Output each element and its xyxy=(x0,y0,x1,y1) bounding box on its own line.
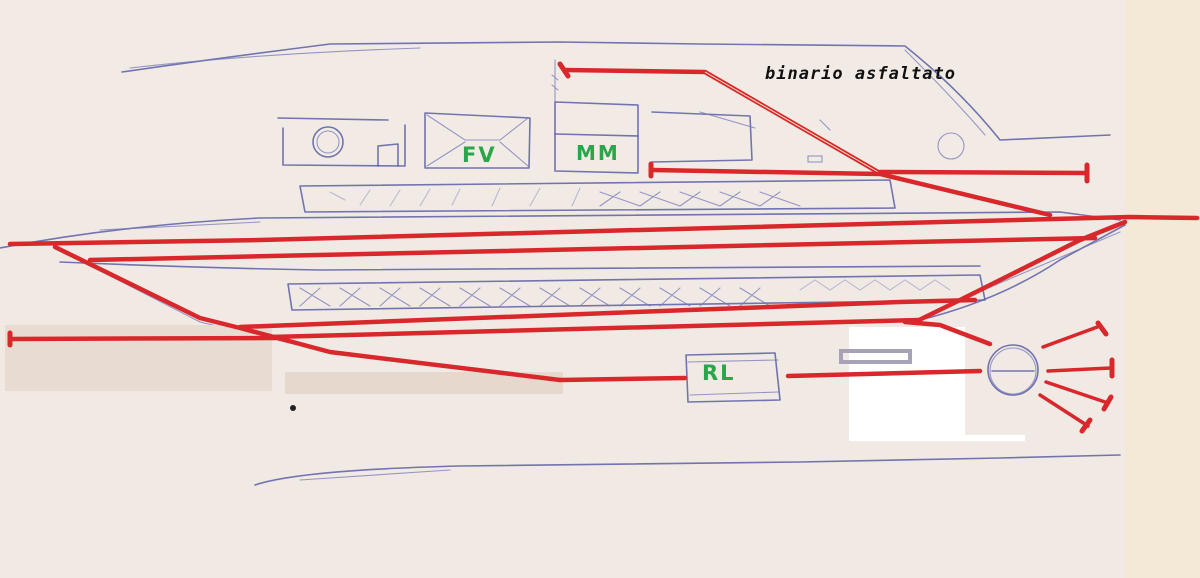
buffer-stop-stub-4 xyxy=(1079,417,1093,434)
building-rl: RL xyxy=(685,352,781,403)
ink-line-middle xyxy=(59,261,981,271)
track-to-turntable xyxy=(902,319,993,347)
erased-patch-left xyxy=(5,325,272,391)
track-main-2 xyxy=(87,235,1098,263)
ink-line-bottom xyxy=(254,454,1121,486)
turntable xyxy=(987,344,1039,396)
building-fv: FV xyxy=(424,112,531,169)
buffer-stop-paved xyxy=(557,61,571,79)
track-crossover-right xyxy=(912,219,1128,325)
ink-line-right-converge xyxy=(919,224,1126,321)
ink-line-upper-2 xyxy=(99,221,261,231)
track-lower-left-siding xyxy=(7,335,278,342)
turntable-stub-1 xyxy=(1041,324,1102,349)
track-upper-right-siding xyxy=(877,169,1089,176)
mm-label: MM xyxy=(576,141,620,165)
track-main-1 xyxy=(7,214,1200,247)
upper-platform-sketch xyxy=(299,179,896,213)
buffer-stop-stub-3 xyxy=(1101,394,1114,412)
buffer-stop-stub-1 xyxy=(1095,320,1109,337)
paper-top-shade xyxy=(0,0,1125,200)
erased-patch-white-strip xyxy=(849,435,1025,441)
track-lower-2 xyxy=(267,317,923,340)
paved-track-caption: binario asfaltato xyxy=(765,64,956,84)
ink-dot xyxy=(290,405,296,411)
fv-label: FV xyxy=(462,143,497,167)
track-rl-left xyxy=(557,375,688,383)
turntable-stub-2 xyxy=(1046,366,1113,373)
erased-patch-left-small xyxy=(285,372,563,394)
erased-patch-white xyxy=(849,327,965,439)
track-rl-right xyxy=(785,368,983,379)
turntable-stub-3 xyxy=(1044,380,1110,405)
station-outline-sketch xyxy=(121,41,1111,160)
paper-right-strip xyxy=(1125,0,1200,578)
track-layout xyxy=(7,61,1200,434)
building-shed xyxy=(651,111,823,163)
ink-line-bottom-2 xyxy=(299,469,451,481)
turntable-stub-4 xyxy=(1038,393,1090,428)
building-mm: MM xyxy=(551,59,639,174)
gray-rectangle xyxy=(839,349,912,364)
track-lower-1 xyxy=(237,297,978,330)
rl-label: RL xyxy=(702,361,736,385)
building-water-tank xyxy=(277,117,406,167)
